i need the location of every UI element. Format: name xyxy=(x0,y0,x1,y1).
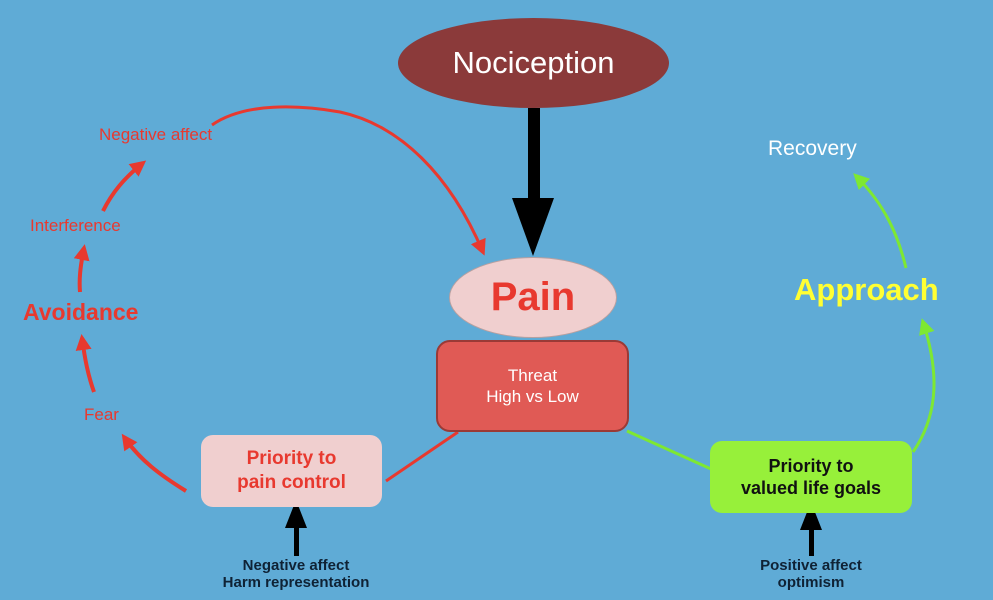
life-goals-label-2: valued life goals xyxy=(740,478,882,498)
positive-input-arrow xyxy=(800,502,822,556)
avoidance-to-interference-arrow xyxy=(73,244,90,293)
positive-input-line-1: Positive affect xyxy=(760,557,862,574)
negative-input-line-2: Harm representation xyxy=(222,574,370,592)
pain-control-label-2: pain control xyxy=(237,472,346,493)
negative-input-line-1: Negative affect xyxy=(242,557,350,574)
nociception-to-pain-arrow xyxy=(512,108,554,256)
threat-label: Threat xyxy=(507,365,558,385)
interference-label: Interference xyxy=(30,216,121,235)
approach-label: Approach xyxy=(794,272,939,307)
recovery-label: Recovery xyxy=(768,137,857,160)
pain-node: Pain xyxy=(449,257,617,338)
negative-input-arrow xyxy=(285,500,307,556)
life-goals-node: Priority to valued life goals xyxy=(710,441,912,513)
nociception-node: Nociception xyxy=(398,18,669,108)
positive-input-label: Positive affect optimism xyxy=(736,557,886,592)
pain-label: Pain xyxy=(490,275,576,319)
approach-to-recovery-arrow xyxy=(853,173,908,269)
life-goals-to-approach-arrow xyxy=(911,318,936,453)
interference-to-negative-affect-arrow xyxy=(101,160,147,212)
negative-affect-to-pain-arrow xyxy=(211,105,486,256)
pain-control-label-1: Priority to xyxy=(246,448,337,470)
pain-control-to-fear-arrow xyxy=(121,433,188,493)
negative-input-label: Negative affect Harm representation xyxy=(206,557,386,592)
negative-affect-label: Negative affect xyxy=(99,125,213,144)
pain-control-node: Priority to pain control xyxy=(201,435,382,507)
positive-input-line-2: optimism xyxy=(777,574,845,592)
avoidance-label: Avoidance xyxy=(23,299,139,325)
life-goals-label-1: Priority to xyxy=(768,455,854,476)
threat-node: Threat High vs Low xyxy=(436,340,629,432)
threat-to-life-goals-line xyxy=(626,429,712,471)
fear-to-avoidance-arrow xyxy=(75,334,96,393)
nociception-label: Nociception xyxy=(452,45,615,80)
threat-to-pain-control-line xyxy=(385,430,459,483)
fear-label: Fear xyxy=(84,405,119,424)
threat-level-label: High vs Low xyxy=(486,387,579,406)
